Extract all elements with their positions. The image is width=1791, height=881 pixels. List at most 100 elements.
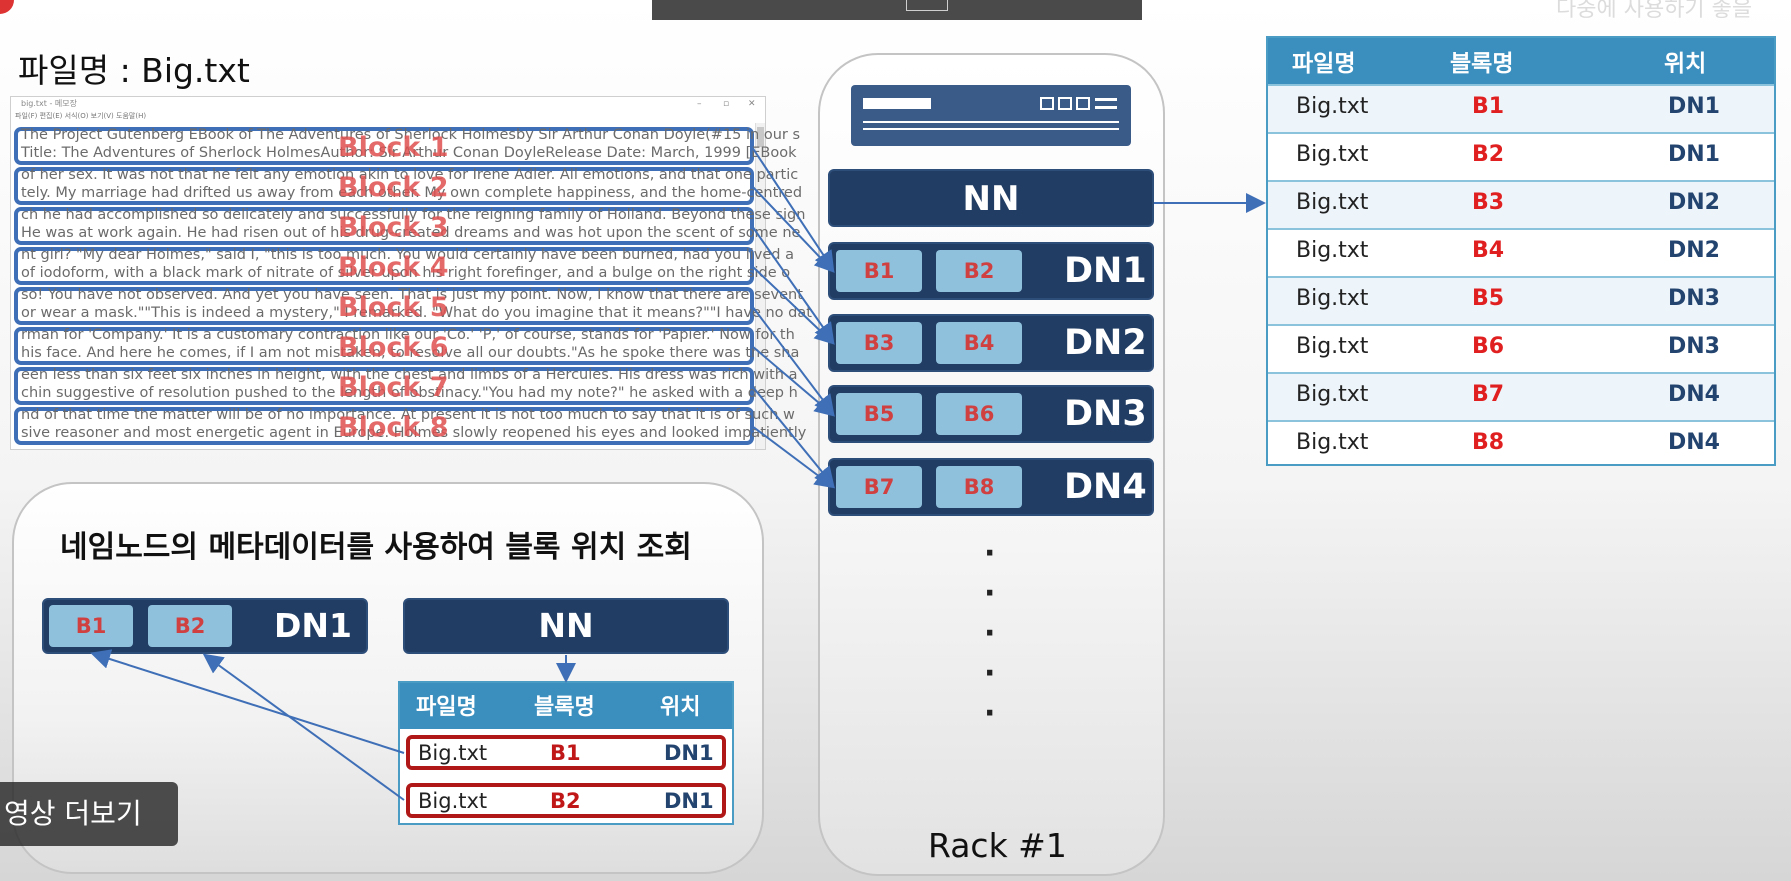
- cell-block: B6: [1472, 334, 1505, 359]
- cell-file: Big.txt: [1296, 430, 1369, 455]
- datanode-name: DN2: [1064, 323, 1147, 363]
- arrow-row1-b1: [90, 649, 405, 754]
- table-row: Big.txt B5 DN3: [1268, 276, 1774, 324]
- column-header: 위치: [1664, 51, 1707, 77]
- table-row: Big.txt B6 DN3: [1268, 324, 1774, 372]
- cell-location: DN1: [1668, 94, 1720, 119]
- block-text-line: or wear a mask.""This is indeed a myster…: [21, 305, 812, 321]
- block-chip: B1: [836, 250, 922, 292]
- notepad-titlebar: big.txt - 메모장 – ▫ ✕: [11, 97, 765, 111]
- block-chip: B8: [936, 466, 1022, 508]
- ellipsis-dot: ·: [984, 656, 996, 691]
- datanode-dn4: B7 B8 DN4: [828, 458, 1154, 516]
- cell-block: B2: [1472, 142, 1505, 167]
- scrollbar-thumb[interactable]: [757, 127, 764, 147]
- cell-location: DN4: [1668, 382, 1720, 407]
- datanode-dn3: B5 B6 DN3: [828, 385, 1154, 443]
- notepad-menubar[interactable]: 파일(F) 편집(E) 서식(O) 보기(V) 도움말(H): [15, 112, 147, 120]
- arrow-block4-dn2: [751, 265, 835, 345]
- cell-file: Big.txt: [1296, 190, 1369, 215]
- block-text-line: He was at work again. He had risen out o…: [21, 225, 801, 241]
- cell-block: B5: [1472, 286, 1505, 311]
- block-chip: B3: [836, 322, 922, 364]
- cell-block: B8: [1472, 430, 1505, 455]
- arrow-block7-dn4: [751, 385, 835, 488]
- cell-file: Big.txt: [1296, 286, 1369, 311]
- datanode-dn1: B1 B2 DN1: [828, 242, 1154, 300]
- minimize-icon[interactable]: –: [697, 99, 702, 109]
- datanode-dn2: B3 B4 DN2: [828, 314, 1154, 372]
- block-text-line: nt girl? "My dear Holmes," said I, "this…: [21, 247, 794, 263]
- file-title: 파일명 : Big.txt: [18, 51, 250, 90]
- block-row: so! You have not observed. And yet you h…: [14, 287, 812, 325]
- datanode-name: DN3: [1064, 394, 1147, 434]
- notepad-scrollbar[interactable]: [755, 123, 765, 449]
- cell-block: B4: [1472, 238, 1505, 263]
- block-row: nt girl? "My dear Holmes," said I, "this…: [14, 247, 794, 285]
- block-label: Block 3: [338, 212, 449, 243]
- arrow-block8-dn4: [751, 425, 836, 489]
- block-chip: B2: [936, 250, 1022, 292]
- table-row: Big.txt B8 DN4: [1268, 420, 1774, 468]
- table-row: Big.txt B7 DN4: [1268, 372, 1774, 420]
- column-header: 파일명: [416, 695, 477, 720]
- datanode-name: DN1: [1064, 251, 1147, 291]
- block-row: nd of that time the matter will be of no…: [14, 407, 806, 445]
- block-text-line: his face. And here he comes, if I am not…: [21, 345, 800, 361]
- cell-location: DN4: [1668, 430, 1720, 455]
- block-text-line: so! You have not observed. And yet you h…: [21, 287, 803, 303]
- column-header: 위치: [660, 695, 701, 720]
- cell-block: B2: [550, 789, 581, 813]
- table-row: Big.txt B1 DN1: [406, 735, 726, 770]
- cell-file: Big.txt: [1296, 382, 1369, 407]
- cell-location: DN1: [664, 741, 714, 765]
- block-row: of her sex. It was not that he felt any …: [14, 167, 802, 205]
- cell-file: Big.txt: [1296, 238, 1369, 263]
- cell-block: B1: [1472, 94, 1505, 119]
- block-label: Block 2: [338, 172, 449, 203]
- close-icon[interactable]: ✕: [748, 99, 756, 109]
- server-icon: [851, 85, 1131, 146]
- arrow-block1-dn1: [751, 146, 835, 272]
- block-chip: B4: [936, 322, 1022, 364]
- block-label: Block 5: [338, 292, 449, 323]
- table-row: Big.txt B2 DN1: [406, 783, 726, 818]
- table-header: 파일명 블록명 위치: [1268, 38, 1774, 84]
- block-text-line: Title: The Adventures of Sherlock Holmes…: [21, 145, 797, 161]
- cell-block: B3: [1472, 190, 1505, 215]
- block-chip: B6: [936, 393, 1022, 435]
- ellipsis-dot: ·: [984, 616, 996, 651]
- ellipsis-dot: ·: [984, 576, 996, 611]
- column-header: 블록명: [534, 695, 595, 720]
- notepad-title: big.txt - 메모장: [21, 99, 77, 108]
- cell-location: DN2: [1668, 190, 1720, 215]
- rack-label: Rack #1: [928, 826, 1067, 865]
- cell-block: B7: [1472, 382, 1505, 407]
- datanode-name: DN4: [1064, 467, 1147, 507]
- block-text-line: rman for 'Company.' It is a customary co…: [21, 327, 795, 343]
- cell-file: Big.txt: [418, 741, 488, 765]
- arrow-row2-b2: [202, 653, 405, 801]
- block-text-line: chin suggestive of resolution pushed to …: [21, 385, 798, 401]
- table-row: Big.txt B3 DN2: [1268, 180, 1774, 228]
- cell-file: Big.txt: [418, 789, 488, 813]
- maximize-icon[interactable]: ▫: [723, 99, 730, 109]
- block-label: Block 7: [338, 372, 449, 403]
- cell-file: Big.txt: [1296, 94, 1369, 119]
- block-row: een less than six feet six inches in hei…: [14, 367, 798, 405]
- rack-namenode: NN: [828, 169, 1154, 227]
- lookup-panel-title: 네임노드의 메타데이터를 사용하여 블록 위치 조회: [60, 530, 692, 565]
- block-text-line: of her sex. It was not that he felt any …: [21, 167, 799, 183]
- more-videos-button[interactable]: 영상 더보기: [0, 782, 178, 846]
- block-chip: B1: [49, 605, 133, 647]
- top-bar-box: [906, 0, 948, 11]
- table-header: 파일명 블록명 위치: [400, 683, 732, 729]
- block-text-line: nd of that time the matter will be of no…: [21, 407, 795, 423]
- block-text-line: The Project Gutenberg EBook of The Adven…: [21, 127, 801, 143]
- namenode-metadata-table: 파일명 블록명 위치 Big.txt B1 DN1 Big.txt B2 DN1…: [1266, 36, 1776, 466]
- ellipsis-dot: ·: [984, 696, 996, 731]
- block-text-line: ch he had accomplished so delicately and…: [21, 207, 806, 223]
- block-text-line: sive reasoner and most energetic agent i…: [21, 425, 807, 441]
- cell-file: Big.txt: [1296, 334, 1369, 359]
